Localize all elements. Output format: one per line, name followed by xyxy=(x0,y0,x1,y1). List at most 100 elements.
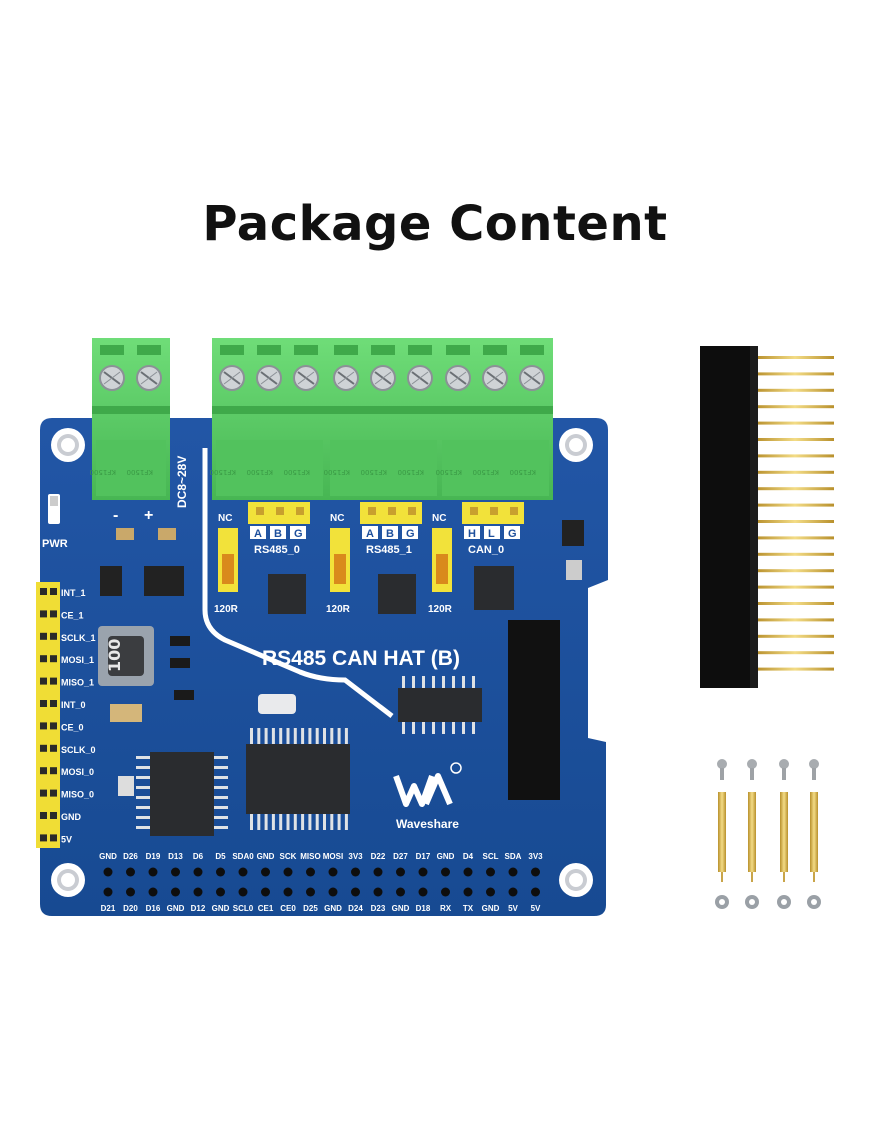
header-pin xyxy=(756,618,834,622)
board-header xyxy=(508,620,560,800)
minus-sign: - xyxy=(113,507,118,524)
gpio-label: GND xyxy=(212,904,230,913)
plus-sign: + xyxy=(144,507,153,524)
gpio-label: D16 xyxy=(146,904,161,913)
gpio-label: D22 xyxy=(371,852,386,861)
standoff-kit xyxy=(715,759,821,909)
nc-label: NC xyxy=(432,513,446,524)
left-pin-label: INT_1 xyxy=(61,588,86,598)
gpio-label: MISO xyxy=(300,852,320,861)
port-pin-label: G xyxy=(406,528,415,540)
term-label: 120R xyxy=(326,604,351,615)
gpio-label: SCL xyxy=(483,852,499,861)
power-label: DC8~28V xyxy=(175,456,189,508)
header-pin xyxy=(756,503,834,507)
gpio-label: D17 xyxy=(416,852,431,861)
standoff-set xyxy=(715,759,729,909)
header-pin xyxy=(756,585,834,589)
left-pin-label: INT_0 xyxy=(61,700,86,710)
regulator-chip xyxy=(144,566,184,596)
header-pin xyxy=(756,569,834,573)
header-pin xyxy=(756,487,834,491)
left-pin-label: SCLK_1 xyxy=(61,633,96,643)
header-pin xyxy=(756,602,834,605)
left-pin-label: 5V xyxy=(61,834,72,844)
gpio-label: D26 xyxy=(123,852,138,861)
left-pin-label: MISO_1 xyxy=(61,678,94,688)
gpio-label: D21 xyxy=(101,904,116,913)
header-pin xyxy=(756,372,834,376)
gpio-label: SDA xyxy=(505,852,522,861)
gpio-label: TX xyxy=(463,904,474,913)
term-label: 120R xyxy=(428,604,453,615)
gpio-label: D13 xyxy=(168,852,183,861)
terminal-mark: KF1500 xyxy=(473,468,499,476)
standoff xyxy=(748,792,756,872)
gpio-label: D18 xyxy=(416,904,431,913)
gpio-label: SCK xyxy=(280,852,297,861)
gpio-label: D23 xyxy=(371,904,386,913)
nc-label: NC xyxy=(330,513,344,524)
gpio-label: 3V3 xyxy=(348,852,363,861)
header-pin xyxy=(756,536,834,540)
header-pin xyxy=(756,454,834,458)
pwr-label: PWR xyxy=(42,538,68,550)
port-pin-label: L xyxy=(488,528,495,540)
gpio-label: D19 xyxy=(146,852,161,861)
screw-icon xyxy=(717,759,727,769)
screw-icon xyxy=(747,759,757,769)
stacking-header xyxy=(700,346,834,688)
left-header xyxy=(36,582,60,848)
gpio-label: CE0 xyxy=(280,904,296,913)
gpio-label: CE1 xyxy=(258,904,274,913)
standoff xyxy=(780,792,788,872)
gpio-label: GND xyxy=(257,852,275,861)
gpio-label: GND xyxy=(99,852,117,861)
terminal-mark: KF1500 xyxy=(127,468,153,476)
terminal-mark: KF1500 xyxy=(361,468,387,476)
rs485-0-chip xyxy=(268,574,306,614)
gpio-label: GND xyxy=(392,904,410,913)
header-pin xyxy=(756,552,834,556)
gpio-label: D20 xyxy=(123,904,138,913)
port-pin-label: B xyxy=(274,528,282,540)
standoff xyxy=(718,792,726,872)
mcp2515-chip xyxy=(246,744,350,814)
gpio-label: D27 xyxy=(393,852,408,861)
header-pin xyxy=(756,356,834,359)
board-name: RS485 CAN HAT (B) xyxy=(262,647,460,670)
gpio-label: 3V3 xyxy=(528,852,543,861)
standoff xyxy=(810,792,818,872)
terminal-mark: KF1500 xyxy=(90,468,116,476)
terminal-mark: KF1500 xyxy=(284,468,310,476)
header-pin xyxy=(756,470,834,474)
crystal xyxy=(258,694,296,714)
nc-label: NC xyxy=(218,513,232,524)
gpio-label: RX xyxy=(440,904,452,913)
header-pin xyxy=(756,388,834,392)
terminal-mark: KF1500 xyxy=(436,468,462,476)
header-pin xyxy=(756,651,834,655)
port-name: RS485_1 xyxy=(366,544,412,556)
gpio-label: GND xyxy=(482,904,500,913)
port-pin-label: H xyxy=(468,528,476,540)
gpio-label: MOSI xyxy=(323,852,343,861)
terminal-block: KF1500 KF1500 xyxy=(90,338,170,500)
gpio-label: 5V xyxy=(508,904,518,913)
terminal-mark: KF1500 xyxy=(247,468,273,476)
gpio-label: D5 xyxy=(215,852,226,861)
gpio-label: GND xyxy=(167,904,185,913)
header-pin xyxy=(756,634,834,638)
header-pin xyxy=(756,520,834,523)
header-pin xyxy=(756,438,834,441)
isolator-chip xyxy=(150,752,214,836)
gpio-label: GND xyxy=(437,852,455,861)
gpio-label: 5V xyxy=(531,904,541,913)
header-pin xyxy=(756,421,834,425)
inductor-mark: 100 xyxy=(105,639,124,672)
